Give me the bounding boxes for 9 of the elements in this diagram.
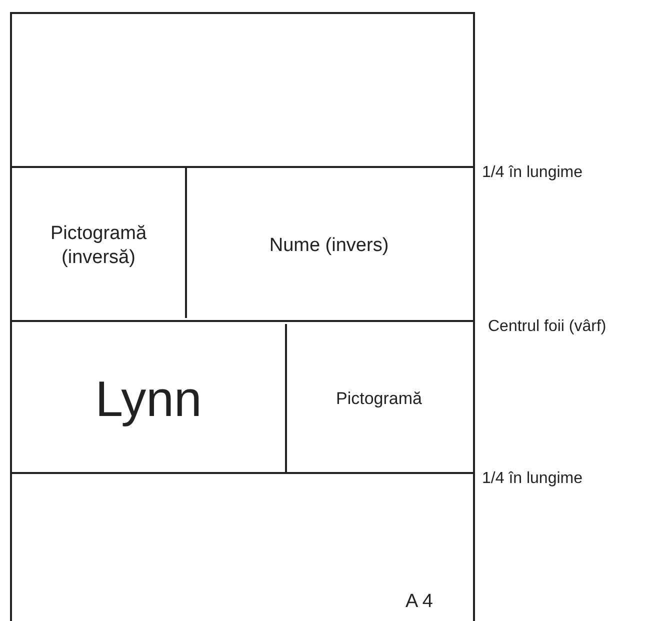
fold-note: Centrul foii (vârf)	[488, 318, 606, 336]
fold-note: 1/4 în lungime	[482, 470, 583, 488]
panel-text: Pictogramă	[336, 388, 422, 410]
panel-text: Lynn	[95, 370, 202, 429]
panel-text: Pictogramă (inversă)	[49, 222, 148, 270]
fold-note: 1/4 în lungime	[482, 164, 583, 182]
panel-text: Nume (invers)	[269, 234, 389, 258]
paper-size-label: A 4	[406, 591, 433, 613]
paper-sheet	[10, 12, 475, 621]
